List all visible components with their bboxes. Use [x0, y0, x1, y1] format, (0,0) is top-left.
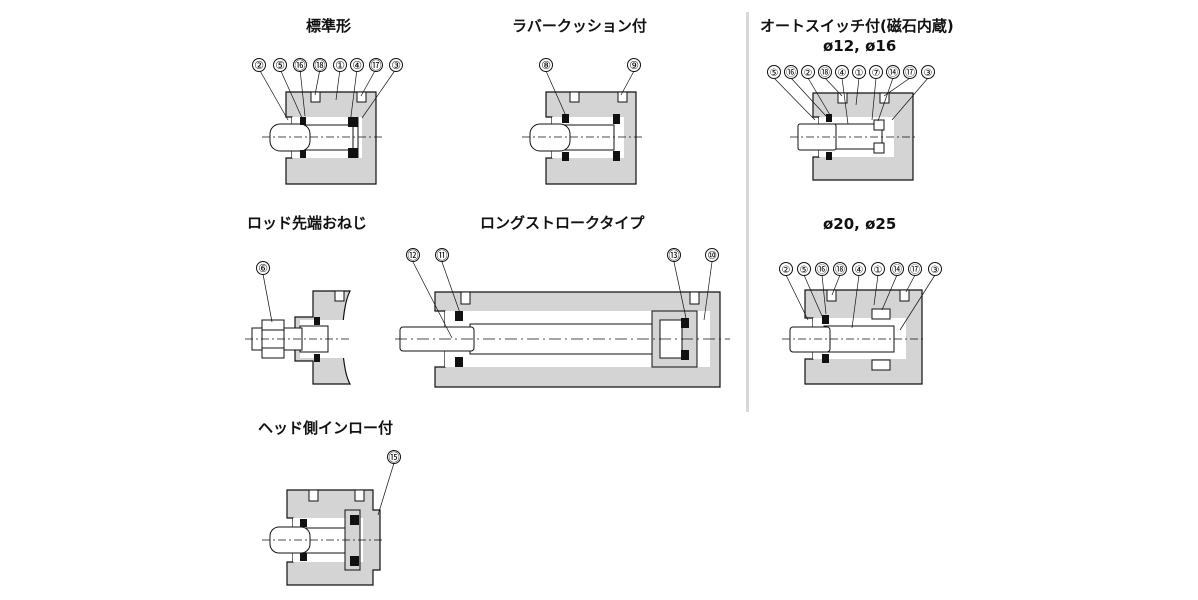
- section-divider: [746, 12, 749, 412]
- title-auto-switch-small-bore: ø12, ø16: [823, 37, 897, 55]
- callout-head-spigot-1: ⑮: [387, 450, 401, 464]
- diagram-auto-switch-small: [773, 77, 929, 181]
- callout-long-3: ⑬: [667, 248, 681, 262]
- callouts-auto-switch-small: ⑤ ⑯ ② ⑱ ④ ① ⑦ ⑭ ⑰ ③: [767, 65, 935, 79]
- callout-standard-2: ⑤: [273, 58, 287, 72]
- callout-as-large-3: ⑯: [815, 262, 829, 276]
- callout-as-small-5: ④: [835, 65, 849, 79]
- callout-long-2: ⑪: [435, 248, 449, 262]
- svg-text:⑫: ⑫: [408, 249, 419, 262]
- diagram-rod-end-male: [245, 273, 352, 385]
- callout-standard-1: ②: [252, 58, 266, 72]
- callout-as-large-8: ⑰: [908, 262, 922, 276]
- callout-standard-7: ⑰: [369, 58, 383, 72]
- svg-text:⑭: ⑭: [888, 67, 898, 79]
- svg-text:⑧: ⑧: [541, 59, 551, 72]
- callout-as-small-10: ③: [921, 65, 935, 79]
- svg-text:⑯: ⑯: [786, 67, 796, 79]
- svg-text:⑤: ⑤: [800, 265, 809, 276]
- svg-text:⑬: ⑬: [669, 249, 680, 262]
- svg-text:⑱: ⑱: [820, 67, 830, 79]
- callout-standard-4: ⑱: [313, 58, 327, 72]
- svg-text:⑰: ⑰: [371, 59, 382, 72]
- title-rubber-cushion: ラバークッション付: [512, 17, 647, 35]
- callout-long-4: ⑩: [705, 248, 719, 262]
- callout-rubber-1: ⑧: [539, 58, 553, 72]
- svg-text:③: ③: [391, 59, 401, 72]
- callout-as-large-4: ⑱: [833, 262, 847, 276]
- svg-text:⑮: ⑮: [389, 451, 400, 464]
- svg-text:⑰: ⑰: [905, 67, 915, 79]
- callouts-long-stroke: ⑫ ⑪ ⑬ ⑩: [406, 248, 719, 262]
- svg-text:①: ①: [855, 68, 864, 79]
- callout-as-small-9: ⑰: [903, 65, 917, 79]
- callout-rod-end-1: ⑥: [256, 261, 270, 275]
- svg-text:⑦: ⑦: [872, 68, 881, 79]
- callout-standard-5: ①: [333, 58, 347, 72]
- svg-text:③: ③: [924, 68, 933, 79]
- callout-standard-3: ⑯: [293, 58, 307, 72]
- title-auto-switch-large-bore: ø20, ø25: [823, 215, 897, 233]
- callouts-standard: ② ⑤ ⑯ ⑱ ① ④ ⑰ ③: [252, 58, 403, 72]
- svg-text:⑯: ⑯: [817, 264, 827, 276]
- svg-text:⑤: ⑤: [770, 68, 779, 79]
- diagram-auto-switch-large: [782, 274, 936, 385]
- svg-text:⑱: ⑱: [835, 264, 845, 276]
- callout-as-small-3: ②: [801, 65, 815, 79]
- svg-text:⑩: ⑩: [707, 249, 717, 262]
- diagram-standard: [258, 68, 397, 185]
- svg-text:⑤: ⑤: [275, 59, 285, 72]
- svg-text:⑰: ⑰: [910, 264, 920, 276]
- title-head-spigot: ヘッド側インロー付: [258, 419, 394, 437]
- callout-as-small-7: ⑦: [869, 65, 883, 79]
- svg-text:④: ④: [352, 59, 362, 72]
- title-auto-switch: オートスイッチ付(磁石内蔵): [760, 17, 954, 35]
- svg-text:③: ③: [931, 265, 940, 276]
- svg-text:①: ①: [335, 59, 345, 72]
- svg-text:④: ④: [855, 265, 864, 276]
- callouts-rod-end-male: ⑥: [256, 261, 270, 275]
- svg-text:⑱: ⑱: [315, 59, 326, 72]
- callout-as-large-7: ⑭: [890, 262, 904, 276]
- callout-as-small-6: ①: [852, 65, 866, 79]
- callout-leaders: [258, 68, 397, 125]
- callout-as-large-1: ②: [779, 262, 793, 276]
- svg-text:⑭: ⑭: [892, 264, 902, 276]
- callout-long-1: ⑫: [406, 248, 420, 262]
- callout-as-large-2: ⑤: [797, 262, 811, 276]
- callouts-auto-switch-large: ② ⑤ ⑯ ⑱ ④ ① ⑭ ⑰ ③: [779, 262, 942, 276]
- callout-rubber-2: ⑨: [627, 58, 641, 72]
- diagram-long-stroke: [395, 261, 730, 388]
- callout-as-small-8: ⑭: [886, 65, 900, 79]
- svg-text:⑨: ⑨: [629, 59, 639, 72]
- title-standard: 標準形: [306, 17, 352, 35]
- callout-standard-6: ④: [350, 58, 364, 72]
- callout-as-large-6: ①: [871, 262, 885, 276]
- diagram-rubber-cushion: [522, 70, 642, 185]
- title-long-stroke: ロングストロークタイプ: [480, 214, 645, 232]
- svg-text:⑥: ⑥: [258, 262, 268, 275]
- diagram-head-spigot: [262, 462, 395, 586]
- callouts-head-spigot: ⑮: [387, 450, 401, 464]
- svg-text:④: ④: [838, 68, 847, 79]
- svg-text:②: ②: [804, 68, 813, 79]
- svg-text:⑪: ⑪: [437, 249, 448, 262]
- svg-text:②: ②: [782, 265, 791, 276]
- title-rod-end-male-thread: ロッド先端おねじ: [247, 214, 368, 232]
- svg-text:②: ②: [254, 59, 264, 72]
- callout-as-small-2: ⑯: [784, 65, 798, 79]
- callout-as-large-5: ④: [852, 262, 866, 276]
- callouts-rubber-cushion: ⑧ ⑨: [539, 58, 641, 72]
- svg-text:①: ①: [874, 265, 883, 276]
- svg-text:⑯: ⑯: [295, 59, 306, 72]
- callout-as-large-9: ③: [928, 262, 942, 276]
- callout-as-small-4: ⑱: [818, 65, 832, 79]
- callout-as-small-1: ⑤: [767, 65, 781, 79]
- callout-standard-8: ③: [389, 58, 403, 72]
